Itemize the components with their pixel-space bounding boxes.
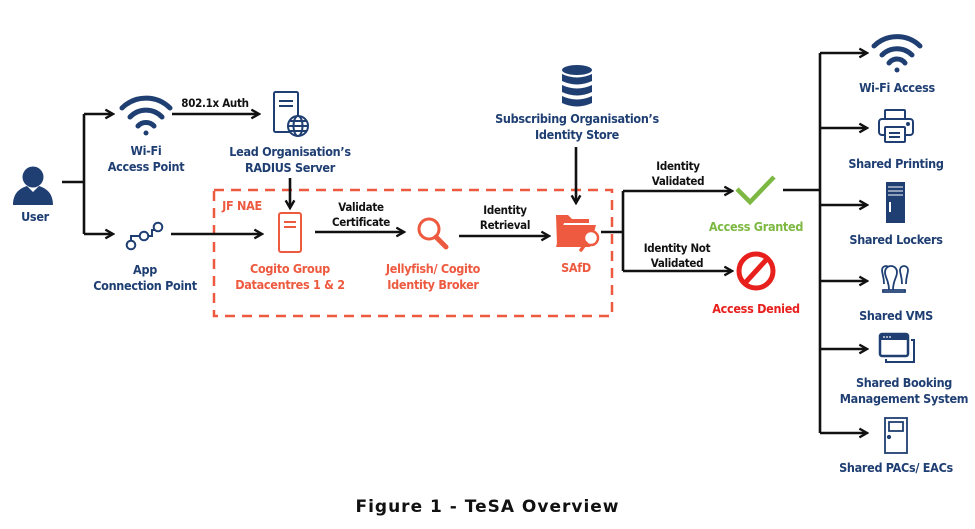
app-cp-label-line2: Connection Point [93, 278, 197, 293]
figure-caption: Figure 1 - TeSA Overview [355, 497, 620, 517]
prohibited-icon [736, 251, 776, 291]
broker-label-line1: Jellyfish/ Cogito [385, 261, 481, 276]
service-shared-pacs-label: Shared PACs/ EACs [839, 460, 953, 475]
radius-label-line2: RADIUS Server [245, 160, 335, 175]
service-shared-booking-label-line2: Management System [839, 391, 969, 406]
users-group-icon [881, 265, 909, 293]
edge-label-retrieval-line2: Retrieval [479, 218, 531, 232]
database-icon [562, 65, 592, 107]
edge-label-retrieval: Identity Retrieval [480, 203, 530, 233]
locker-icon [886, 182, 905, 223]
edge-label-not-validated-line1: Identity Not [643, 241, 711, 255]
app-windows-icon [878, 332, 915, 363]
wifi-ap-label: Wi-Fi Access Point [108, 143, 185, 175]
service-shared-printing-label: Shared Printing [848, 156, 944, 171]
wifi-icon [119, 95, 173, 136]
edge-label-validate-line1: Validate [338, 200, 384, 214]
edge-label-validate: Validate Certificate [332, 200, 390, 230]
access-granted-label: Access Granted [708, 219, 804, 234]
app-cp-label-line1: App [133, 262, 157, 277]
identity-store-label: Subscribing Organisation’s Identity Stor… [495, 111, 659, 143]
folder-search-icon [556, 215, 600, 252]
server-globe-icon [273, 91, 309, 137]
edge-label-not-validated: Identity Not Validated [644, 241, 711, 271]
service-wifi-icon [871, 34, 923, 73]
edge-label-validated: Identity Validated [652, 159, 705, 189]
jf-nae-boundary [212, 188, 614, 318]
door-icon [884, 417, 908, 454]
safd-label: SAfD [561, 260, 591, 275]
broker-label-line2: Identity Broker [387, 277, 479, 292]
edge-label-auth: 802.1x Auth [181, 96, 249, 110]
user-label: User [21, 209, 49, 224]
access-denied-label: Access Denied [712, 301, 800, 316]
app-cp-label: App Connection Point [93, 262, 197, 294]
printer-icon [878, 109, 914, 143]
network-nodes-icon [125, 221, 164, 251]
edge-label-retrieval-line1: Identity [483, 203, 527, 217]
checkmark-icon [735, 175, 776, 206]
service-shared-lockers-label: Shared Lockers [849, 232, 943, 247]
edge-label-validated-line1: Identity [656, 159, 700, 173]
cogito-dc-label-line1: Cogito Group [250, 261, 330, 276]
service-shared-booking-label-line1: Shared Booking [855, 375, 953, 390]
edge-label-not-validated-line2: Validated [650, 256, 704, 270]
edge-label-validated-line2: Validated [651, 174, 705, 188]
edge-label-validate-line2: Certificate [331, 215, 391, 229]
identity-store-label-line1: Subscribing Organisation’s [495, 111, 659, 126]
broker-label: Jellyfish/ Cogito Identity Broker [385, 261, 481, 293]
radius-label-line1: Lead Organisation’s [229, 144, 351, 159]
server-icon [278, 212, 302, 253]
service-shared-booking-label: Shared Booking Management System [839, 375, 969, 407]
service-wifi-access-label: Wi-Fi Access [859, 80, 935, 95]
magnifier-icon [417, 217, 449, 250]
wifi-ap-label-line2: Access Point [107, 159, 185, 174]
wifi-ap-label-line1: Wi-Fi [130, 143, 162, 158]
identity-store-label-line2: Identity Store [535, 127, 619, 142]
cogito-dc-label: Cogito Group Datacentres 1 & 2 [235, 261, 345, 293]
radius-label: Lead Organisation’s RADIUS Server [229, 144, 351, 176]
jf-nae-label: JF NAE [222, 198, 262, 213]
connector-lines [62, 53, 867, 433]
user-icon [13, 166, 53, 205]
cogito-dc-label-line2: Datacentres 1 & 2 [235, 277, 345, 292]
service-shared-vms-label: Shared VMS [859, 308, 933, 323]
